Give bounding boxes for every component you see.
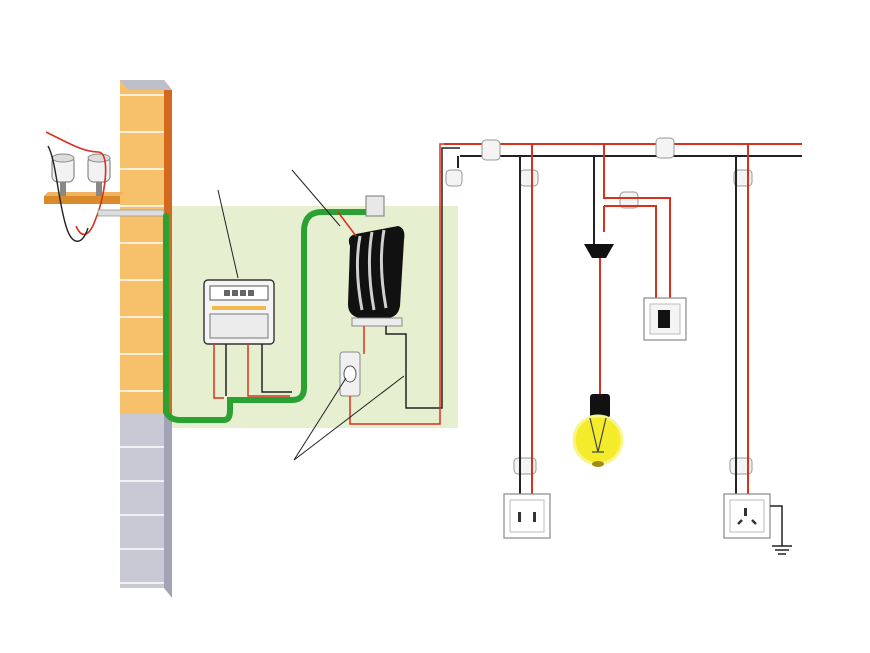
incoming-live-wire (45, 131, 107, 236)
socket-branch-1 (519, 144, 533, 494)
meter-live-in (213, 344, 224, 399)
lamp-branch (593, 144, 671, 398)
switch-to-fuse-wires (293, 143, 460, 461)
foundation-side (164, 414, 172, 598)
fuse-icon (339, 351, 361, 397)
brick-wall (120, 80, 172, 598)
bracket-shelf (44, 196, 120, 204)
pole-insulators (44, 131, 165, 242)
insulator-icon (87, 153, 111, 196)
meter-wires (213, 344, 292, 399)
ground-wire (163, 209, 373, 423)
light-bulb-icon (572, 244, 624, 467)
incoming-neutral-wire (47, 145, 89, 242)
electric-meter-icon (203, 189, 275, 345)
meter-live-out (247, 344, 290, 397)
socket-icon (503, 493, 551, 539)
ground-icon (770, 505, 792, 555)
insulator-icon (51, 153, 75, 196)
meter-neutral-out (261, 344, 292, 393)
wall-switch-icon (643, 297, 687, 341)
socket-icon (723, 493, 771, 539)
socket-branch-3 (735, 144, 749, 494)
knife-switch-icon (291, 169, 405, 327)
distribution-lines (444, 143, 802, 168)
